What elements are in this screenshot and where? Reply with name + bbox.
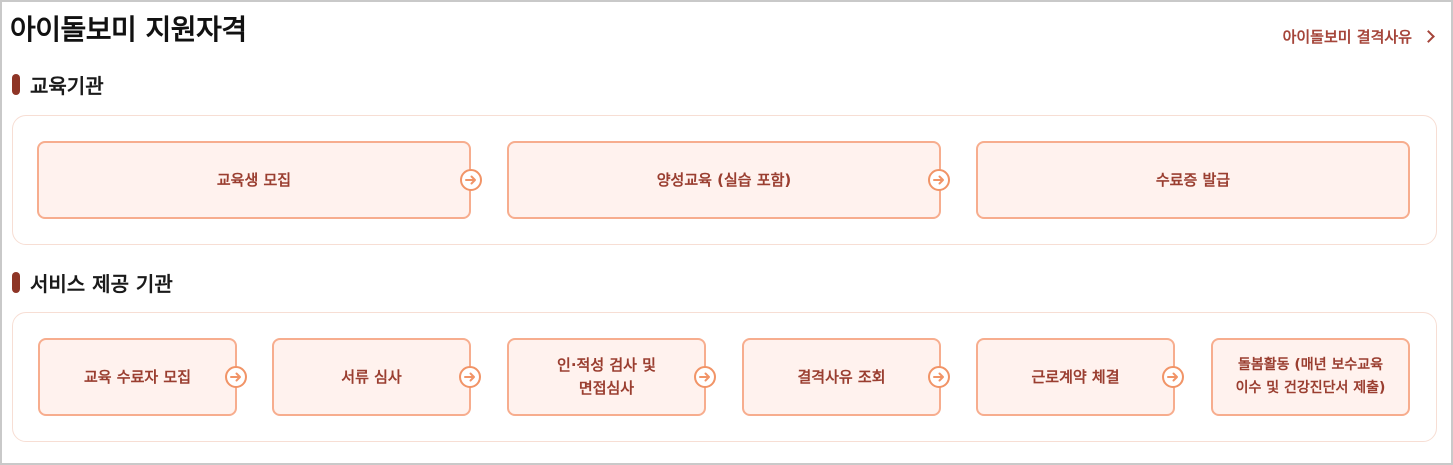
arrow-right-circle-icon bbox=[694, 366, 716, 388]
step-care-activity[interactable]: 돌봄활동 (매년 보수교육 이수 및 건강진단서 제출) bbox=[1211, 338, 1410, 416]
arrow-right-circle-icon bbox=[459, 366, 481, 388]
step-label: 근로계약 체결 bbox=[1031, 367, 1120, 386]
step-label: 수료증 발급 bbox=[1155, 170, 1231, 189]
step-training-course[interactable]: 양성교육 (실습 포함) bbox=[507, 141, 941, 219]
step-graduate-recruitment[interactable]: 교육 수료자 모집 bbox=[38, 338, 237, 416]
education-institution-panel: 교육생 모집 양성교육 (실습 포함) 수료증 발급 bbox=[12, 115, 1437, 245]
step-disqualification-check[interactable]: 결격사유 조회 bbox=[742, 338, 941, 416]
page-title: 아이돌보미 지원자격 bbox=[10, 13, 247, 46]
step-label: 인·적성 검사 및 면접심사 bbox=[557, 356, 656, 397]
step-label: 서류 심사 bbox=[341, 367, 402, 386]
arrow-right-circle-icon bbox=[460, 169, 482, 191]
step-employment-contract[interactable]: 근로계약 체결 bbox=[976, 338, 1175, 416]
step-label: 돌봄활동 (매년 보수교육 이수 및 건강진단서 제출) bbox=[1235, 357, 1386, 396]
step-label: 결격사유 조회 bbox=[797, 367, 886, 386]
section-heading-education: 교육기관 bbox=[12, 70, 104, 99]
arrow-right-circle-icon bbox=[225, 366, 247, 388]
step-certificate-issue[interactable]: 수료증 발급 bbox=[976, 141, 1410, 219]
disqualification-link-label: 아이돌보미 결격사유 bbox=[1282, 28, 1412, 46]
disqualification-link[interactable]: 아이돌보미 결격사유 bbox=[1282, 26, 1435, 47]
section-heading-label: 서비스 제공 기관 bbox=[30, 272, 173, 296]
arrow-right-circle-icon bbox=[1162, 366, 1184, 388]
section-marker-bar bbox=[12, 74, 20, 95]
chevron-right-icon bbox=[1422, 30, 1435, 43]
arrow-right-circle-icon bbox=[928, 366, 950, 388]
step-label: 교육 수료자 모집 bbox=[83, 367, 192, 386]
section-heading-service-provider: 서비스 제공 기관 bbox=[12, 268, 173, 297]
section-heading-label: 교육기관 bbox=[30, 74, 104, 98]
step-label: 교육생 모집 bbox=[216, 170, 292, 189]
step-document-review[interactable]: 서류 심사 bbox=[272, 338, 471, 416]
section-marker-bar bbox=[12, 272, 20, 293]
service-provider-panel: 교육 수료자 모집 서류 심사 인·적성 검사 및 면접심사 결격사유 조회 근… bbox=[12, 312, 1437, 442]
step-aptitude-interview[interactable]: 인·적성 검사 및 면접심사 bbox=[507, 338, 706, 416]
step-trainee-recruitment[interactable]: 교육생 모집 bbox=[37, 141, 471, 219]
step-label: 양성교육 (실습 포함) bbox=[656, 170, 792, 189]
arrow-right-circle-icon bbox=[928, 169, 950, 191]
